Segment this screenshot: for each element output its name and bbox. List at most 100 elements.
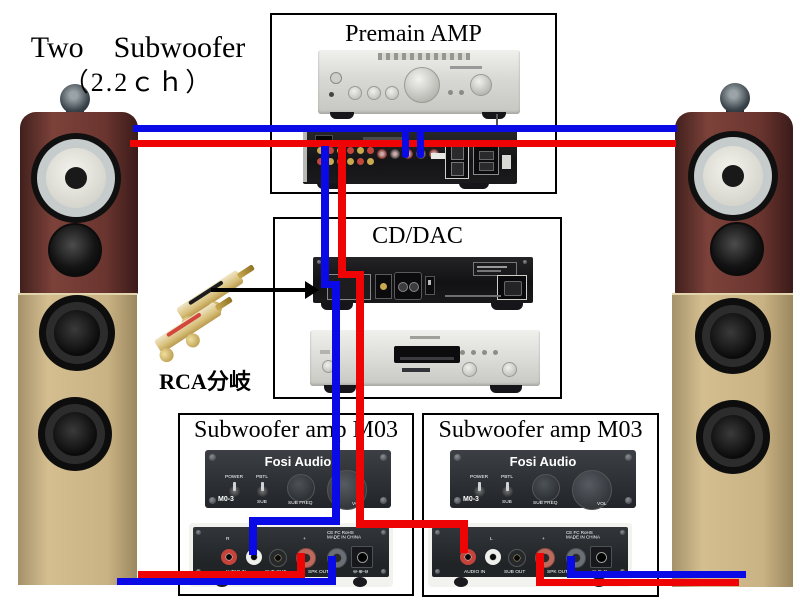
dc-jack (590, 546, 612, 568)
premain-antenna (496, 114, 498, 128)
premain-power-button (330, 72, 342, 84)
wire-blue-down-2 (332, 281, 340, 525)
premain-selector-knob (470, 74, 492, 96)
cddac-box: CD/DAC (273, 217, 562, 399)
right-midwoofer-cap (722, 165, 744, 187)
cd-connector-block-2 (394, 272, 422, 300)
cert-text: CE FC RoHS MADE IN CHINA (566, 531, 610, 540)
audio-in-l-jack (485, 549, 501, 565)
l-label: L (490, 537, 493, 542)
premain-rear-foot-right (459, 183, 489, 189)
right-sub-woofer-1-cone (710, 313, 756, 359)
socket (183, 330, 203, 351)
premain-rear-ac-block-2 (473, 145, 499, 175)
right-sub-woofer-1 (695, 298, 771, 374)
premain-vent (378, 53, 470, 60)
fosi-front-right: Fosi Audio POWER PBTL SUB M0-3 SUB FREQ … (450, 450, 636, 510)
premain-rear-foot-left (317, 183, 343, 189)
optical-jack (409, 282, 419, 292)
plug (236, 264, 255, 280)
diagram-title: Two Subwoofer （2.2ｃｈ） (8, 22, 268, 99)
fosi-foot (454, 577, 468, 587)
cd-front-slot (320, 350, 330, 354)
premain-rear-white-label (431, 153, 445, 159)
fosi-foot (353, 577, 367, 587)
made-line: MADE IN CHINA (327, 535, 362, 541)
cd-front-foot-right (490, 385, 522, 393)
vol-label: VOL (597, 502, 607, 507)
ac-outlet (451, 162, 464, 176)
premain-small-dot-1 (448, 90, 453, 95)
screw (435, 569, 440, 574)
sub-label: SUB (502, 500, 512, 505)
right-port (710, 222, 764, 276)
cd-tray (394, 346, 460, 363)
pbtl-label: PBTL (256, 475, 269, 480)
sub-freq-knob (287, 474, 315, 502)
optical-jack (398, 282, 408, 292)
wire-blue-jog (321, 281, 340, 288)
pbtl-label: PBTL (501, 475, 514, 480)
premain-box-title: Premain AMP (345, 21, 482, 47)
wire-red-jog (338, 271, 364, 278)
screw (381, 569, 386, 574)
fosi-model-label: M0-3 (463, 496, 479, 503)
rca-jack (357, 158, 364, 165)
cert-line: CE FC RoHS (566, 531, 593, 536)
splitter-arrow-head (305, 281, 319, 299)
pbtl-toggle (502, 482, 513, 497)
sub-out-label: SUB OUT (504, 570, 526, 575)
cd-button (482, 350, 487, 355)
screw (620, 530, 625, 535)
dc-hole (357, 552, 368, 563)
left-midwoofer-cap (65, 167, 87, 189)
screw (380, 454, 387, 461)
cd-front-knob-2 (502, 362, 517, 377)
cd-connector-block-1 (375, 274, 392, 299)
r-label: R (226, 537, 230, 542)
cd-spec-label (473, 262, 517, 276)
power-toggle (229, 482, 240, 497)
cd-tray-slot (400, 357, 454, 360)
rca-jack (357, 147, 364, 154)
rca-jack (327, 147, 334, 154)
made-line: MADE IN CHINA (566, 535, 601, 541)
cd-front-foot-left (324, 385, 356, 393)
rca-jack (347, 158, 354, 165)
premain-front (318, 50, 520, 119)
premain-front-foot-right (482, 112, 506, 119)
left-sub-woofer-1 (39, 295, 115, 371)
label-line (477, 270, 501, 272)
premain-knob-1 (348, 86, 362, 100)
pbtl-toggle (257, 482, 268, 497)
wire-blue-terminal-stub-2 (417, 127, 424, 158)
wire-blue-right-spk-down (567, 556, 575, 578)
cert-text: CE FC RoHS MADE IN CHINA (327, 531, 371, 540)
left-sub-woofer-1-cone (54, 310, 100, 356)
wire-blue-terminal-stub-1 (402, 127, 409, 158)
screw (381, 530, 386, 535)
fosi-front-left: Fosi Audio POWER PBTL SUB M0-3 SUB FREQ … (205, 450, 391, 510)
sub-freq-knob (532, 474, 560, 502)
right-tweeter-ball (720, 83, 750, 113)
dc-hole (596, 552, 607, 563)
premain-knob-3 (385, 86, 399, 100)
fosi-brand: Fosi Audio (264, 454, 332, 469)
wire-red-right-amp-jack (460, 520, 468, 553)
wire-red-down-2 (356, 271, 364, 528)
speaker-terminal (377, 149, 387, 159)
fosi-rear-panel: CE FC RoHS MADE IN CHINA R L + - AUDIO I… (193, 527, 389, 577)
wire-red-left-spk-down (297, 553, 305, 578)
screw (625, 497, 632, 504)
plus-label: + (542, 537, 545, 542)
screw (196, 530, 201, 535)
audio-in-r-jack (221, 549, 237, 565)
wire-blue-to-left-amp (249, 517, 340, 525)
cd-rear-text-line (445, 295, 501, 297)
volume-knob (572, 470, 612, 510)
sub-freq-label: SUB FREQ (533, 501, 558, 506)
spk-out-label: SPK OUT (547, 570, 569, 575)
wire-red-right-spk-run (536, 579, 739, 586)
power-label: POWER (470, 475, 489, 480)
screw (380, 497, 387, 504)
